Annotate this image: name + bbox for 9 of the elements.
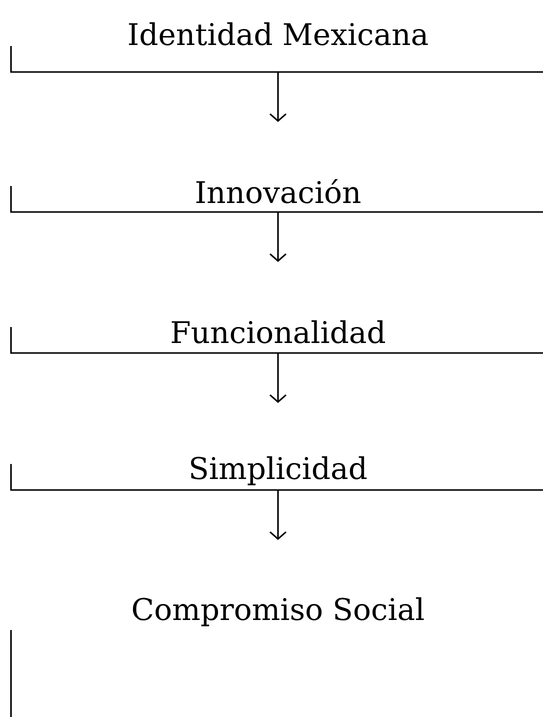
bracket-heading: Innovación [10,179,543,213]
arrow [269,72,287,122]
arrow [269,490,287,540]
bracket-heading: Identidad Mexicana [10,22,543,73]
bracket-heading: Compromiso Social [10,597,424,717]
arrow [269,212,287,262]
bracket-heading: Simplicidad [10,456,543,491]
arrow [269,353,287,403]
bracket-heading: Funcionalidad [10,320,543,354]
